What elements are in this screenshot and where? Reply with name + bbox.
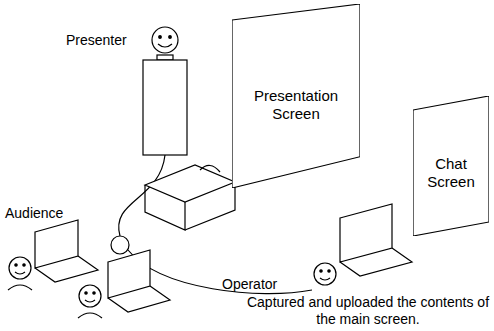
screen-text-holder: Chat Screen xyxy=(413,155,489,191)
screen-node: Chat Screen xyxy=(413,96,489,236)
person-label: Presenter xyxy=(66,32,127,49)
person-label: Operator xyxy=(222,276,277,293)
screen-shape xyxy=(413,96,489,236)
person-label: Audience xyxy=(5,205,63,222)
screen-text-holder: Presentation Screen xyxy=(232,87,360,123)
screen-shape xyxy=(232,4,360,188)
note-text: Captured and uploaded the contents of th… xyxy=(246,294,490,328)
screen-node: Presentation Screen xyxy=(232,4,360,188)
screen-title: Presentation Screen xyxy=(242,87,350,123)
screen-title: Chat Screen xyxy=(423,155,479,191)
